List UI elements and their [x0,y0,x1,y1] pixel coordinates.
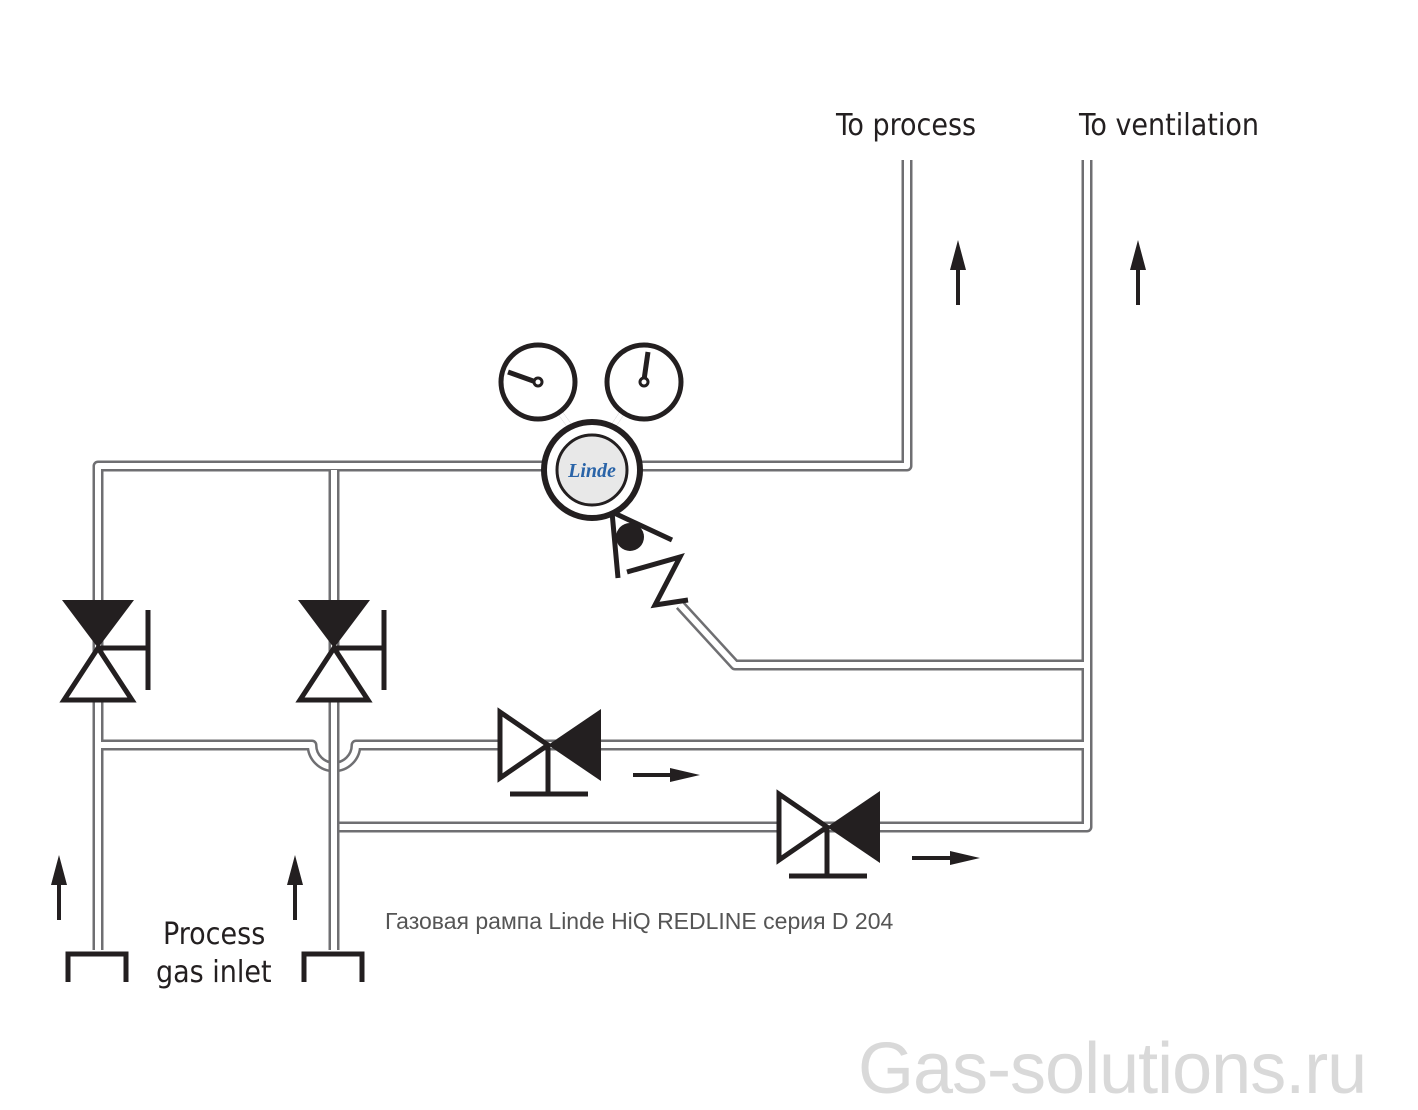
pipes [92,160,1093,950]
arrow-right-1-icon [633,768,700,782]
linde-logo: Linde [567,460,616,482]
label-to-process: To process [836,108,977,143]
arrow-right-2-icon [912,851,980,865]
pressure-regulator: Linde [541,419,643,521]
label-inlet-line1: Process [163,917,266,952]
arrow-up-inlet-left-icon [51,855,67,920]
pressure-gauges [498,342,684,442]
caption: Газовая рампа Linde HiQ REDLINE серия D … [385,908,894,934]
inlet-cap-left [65,951,129,982]
valve-vent-1[interactable] [497,707,601,797]
arrow-up-process-icon [950,240,966,305]
relief-valve [609,509,689,609]
label-to-ventilation: To ventilation [1079,108,1259,143]
flow-arrows [51,240,1146,920]
valve-inlet-right[interactable] [295,600,387,703]
arrow-up-vent-icon [1130,240,1146,305]
arrow-up-inlet-right-icon [287,855,303,920]
watermark: Gas-solutions.ru [858,1029,1367,1109]
inlet-cap-right [301,951,365,982]
label-inlet-line2: gas inlet [156,955,272,990]
valve-inlet-left[interactable] [59,600,151,703]
valve-vent-2[interactable] [776,789,880,879]
